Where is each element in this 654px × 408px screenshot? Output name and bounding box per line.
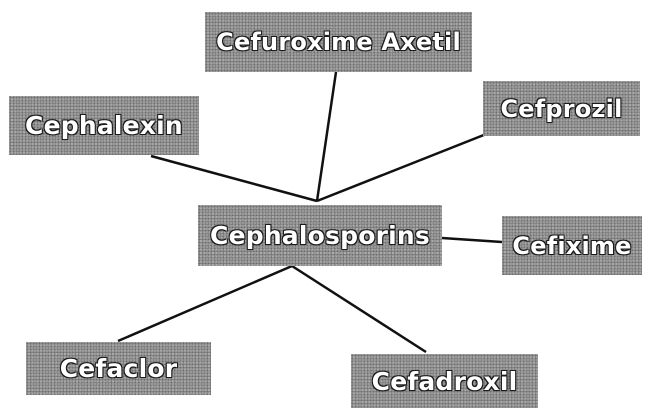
- connector-cefixime: [441, 236, 503, 244]
- node-cefixime: Cefixime: [502, 216, 642, 275]
- node-label: Cefprozil: [500, 94, 623, 123]
- node-cefprozil: Cefprozil: [483, 81, 640, 136]
- connector-cefprozil: [316, 125, 505, 203]
- connector-cefaclor: [117, 264, 293, 343]
- node-cefaclor: Cefaclor: [26, 342, 211, 395]
- node-label: Cefadroxil: [371, 366, 518, 396]
- node-cefadroxil: Cefadroxil: [351, 354, 538, 408]
- node-label: Cefuroxime Axetil: [216, 28, 461, 56]
- node-label: Cephalexin: [25, 111, 183, 140]
- node-cephalosporins: Cephalosporins: [198, 205, 442, 266]
- connector-cefuroxime-axetil: [315, 71, 338, 202]
- connector-cefadroxil: [291, 264, 427, 354]
- node-label: Cefaclor: [59, 354, 178, 383]
- node-cephalexin: Cephalexin: [9, 96, 199, 155]
- node-cefuroxime-axetil: Cefuroxime Axetil: [205, 12, 472, 72]
- connector-cephalexin: [150, 154, 318, 203]
- node-label: Cephalosporins: [210, 221, 430, 250]
- node-label: Cefixime: [512, 231, 632, 260]
